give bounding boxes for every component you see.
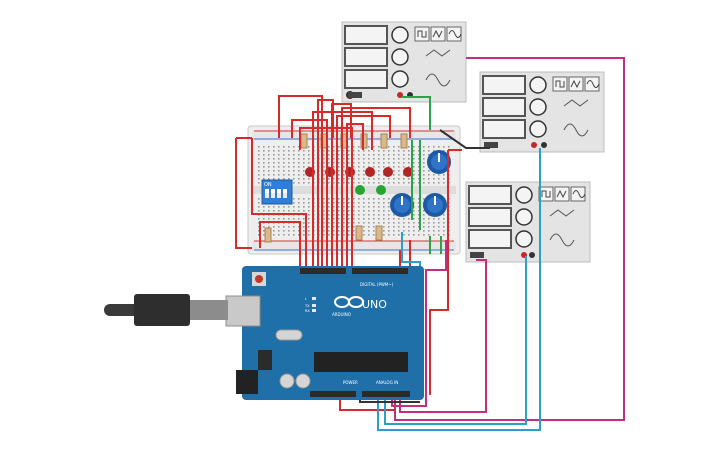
- l-led-label: L: [305, 297, 307, 301]
- function-generator-1[interactable]: [341, 21, 467, 103]
- rx-label: RX: [305, 309, 310, 313]
- led-row-green[interactable]: [355, 185, 386, 195]
- resistor-row-bottom[interactable]: [264, 225, 383, 243]
- power-header-label: POWER: [343, 380, 358, 385]
- function-generator-2[interactable]: [479, 71, 605, 153]
- arduino-logo-icon: [334, 296, 365, 308]
- dip-switch-label: ON: [264, 182, 272, 188]
- arduino-brand-text: ARDUINO: [332, 312, 351, 317]
- uno-logo-text: UNO: [362, 298, 387, 311]
- wires-magenta[interactable]: [391, 57, 625, 421]
- usb-cable[interactable]: [104, 294, 228, 326]
- wires-green[interactable]: [402, 96, 442, 254]
- potentiometer-3[interactable]: [423, 193, 447, 217]
- function-generator-3[interactable]: [465, 181, 591, 263]
- arduino-uno-board[interactable]: UNO ARDUINO DIGITAL (PWM~) POWER ANALOG …: [225, 266, 424, 400]
- analog-header-label: ANALOG IN: [376, 380, 398, 385]
- tx-label: TX: [304, 304, 310, 308]
- wires-red[interactable]: [235, 95, 462, 411]
- potentiometer-1[interactable]: [427, 150, 451, 174]
- potentiometer-2[interactable]: [390, 193, 414, 217]
- dip-switch[interactable]: ON: [261, 179, 293, 205]
- digital-header-label: DIGITAL (PWM~): [360, 282, 394, 287]
